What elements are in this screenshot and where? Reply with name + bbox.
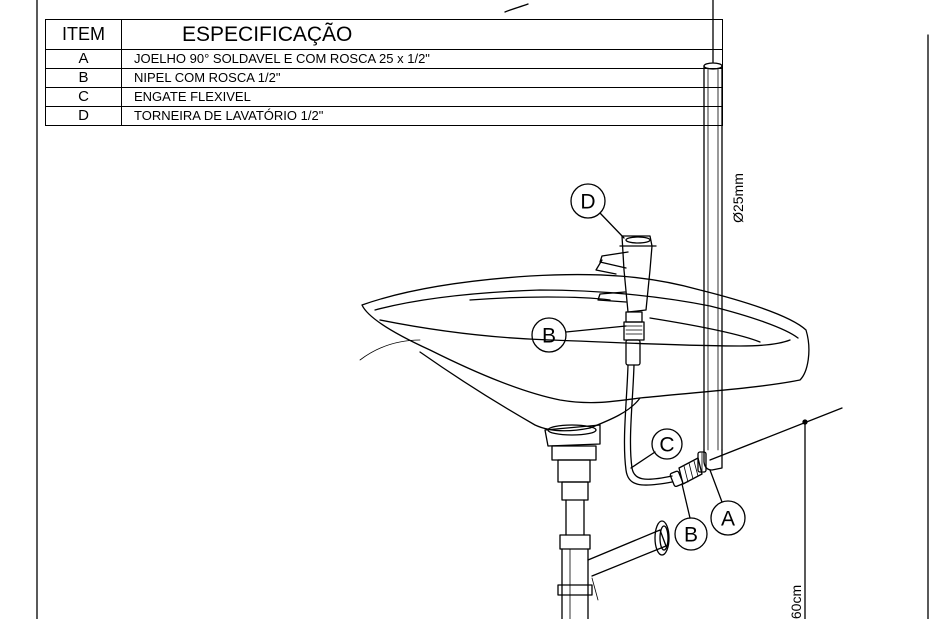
callout-circle-b-top <box>531 317 567 353</box>
callout-circle-b-bottom <box>674 517 708 551</box>
elbow-a-part <box>697 449 723 473</box>
callout-circle-a <box>710 500 746 536</box>
height-dimension-label: 60cm <box>788 585 804 619</box>
callout-circle-d <box>570 183 606 219</box>
callout-label-d: D <box>580 191 595 214</box>
callout-label-b-bottom: B <box>684 524 698 547</box>
leader-d <box>599 212 625 239</box>
flexible-hose <box>623 364 673 486</box>
callout-label-b-top: B <box>542 325 556 348</box>
table-row: A JOELHO 90° SOLDAVEL E COM ROSCA 25 x 1… <box>45 49 723 69</box>
table-row: D TORNEIRA DE LAVATÓRIO 1/2" <box>45 106 723 126</box>
row-item: D <box>45 106 122 126</box>
row-spec: ENGATE FLEXIVEL <box>121 87 723 107</box>
washbasin <box>359 273 810 447</box>
specification-table: ITEM ESPECIFICAÇÃO A JOELHO 90° SOLDAVEL… <box>45 19 723 126</box>
table-header-row: ITEM ESPECIFICAÇÃO <box>45 19 723 50</box>
row-spec: NIPEL COM ROSCA 1/2" <box>121 68 723 88</box>
callout-label-c: C <box>659 434 674 457</box>
header-spec: ESPECIFICAÇÃO <box>121 19 723 50</box>
row-item: B <box>45 68 122 88</box>
table-row: C ENGATE FLEXIVEL <box>45 87 723 107</box>
nipple-b-part <box>669 457 703 488</box>
height-dimension <box>709 407 843 619</box>
callout-circle-c <box>651 428 683 460</box>
leader-c <box>630 451 656 469</box>
row-spec: JOELHO 90° SOLDAVEL E COM ROSCA 25 x 1/2… <box>121 49 723 69</box>
row-item: C <box>45 87 122 107</box>
table-row: B NIPEL COM ROSCA 1/2" <box>45 68 723 88</box>
pipe-diameter-label: Ø25mm <box>730 173 746 223</box>
leader-b-top <box>565 325 627 333</box>
leader-a <box>709 469 723 503</box>
header-item: ITEM <box>45 19 122 50</box>
leader-b-bottom <box>681 483 691 519</box>
faucet-part <box>595 235 657 366</box>
callout-label-a: A <box>721 508 735 531</box>
row-item: A <box>45 49 122 69</box>
row-spec: TORNEIRA DE LAVATÓRIO 1/2" <box>121 106 723 126</box>
sheet-top-mark <box>504 3 529 13</box>
drain-trap <box>551 445 670 619</box>
